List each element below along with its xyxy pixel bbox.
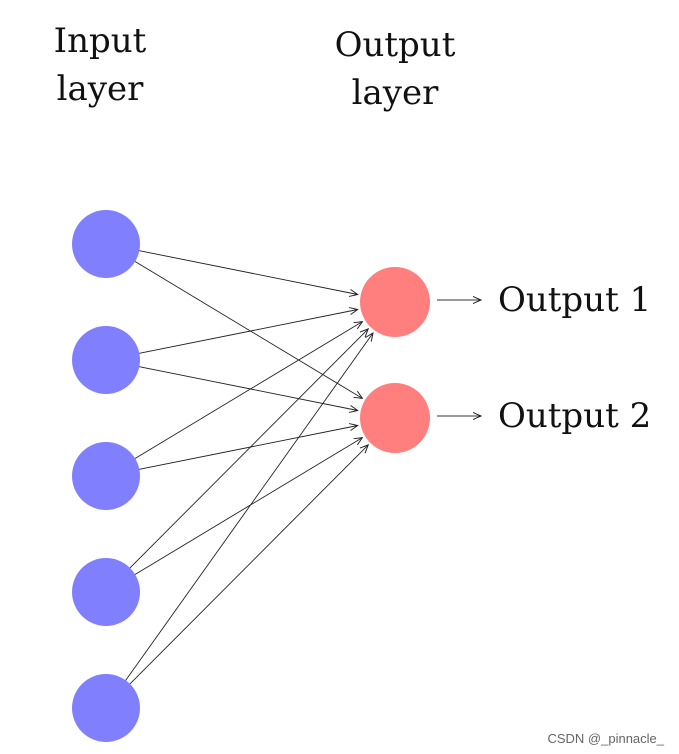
edge-input-4-to-output-2 bbox=[133, 438, 362, 576]
edge-input-2-to-output-2 bbox=[137, 365, 357, 410]
output-2-label: Output 2 bbox=[498, 396, 651, 436]
watermark-text: CSDN @_pinnacle_ bbox=[547, 731, 664, 746]
output-1-label: Output 1 bbox=[498, 280, 651, 320]
edge-input-4-to-output-1 bbox=[128, 329, 369, 570]
output-node-2 bbox=[360, 383, 430, 453]
output-layer-nodes bbox=[360, 267, 430, 453]
input-node-3 bbox=[72, 442, 140, 510]
output-node-1 bbox=[360, 267, 430, 337]
edge-input-2-to-output-1 bbox=[137, 310, 357, 355]
output-layer-title-line2: layer bbox=[352, 73, 439, 113]
edge-input-3-to-output-1 bbox=[133, 322, 362, 460]
input-layer-nodes bbox=[72, 210, 140, 742]
input-node-5 bbox=[72, 674, 140, 742]
input-layer-title-line2: layer bbox=[57, 69, 144, 109]
input-node-2 bbox=[72, 326, 140, 394]
input-node-4 bbox=[72, 558, 140, 626]
connection-edges bbox=[124, 249, 373, 686]
edge-input-1-to-output-1 bbox=[137, 249, 357, 294]
edge-input-3-to-output-2 bbox=[137, 426, 357, 471]
input-node-1 bbox=[72, 210, 140, 278]
input-layer-title-line1: Input bbox=[54, 21, 147, 61]
edge-input-1-to-output-2 bbox=[133, 260, 362, 399]
edge-input-5-to-output-2 bbox=[128, 445, 369, 686]
edge-input-5-to-output-1 bbox=[124, 333, 373, 683]
output-layer-title-line1: Output bbox=[335, 25, 456, 65]
